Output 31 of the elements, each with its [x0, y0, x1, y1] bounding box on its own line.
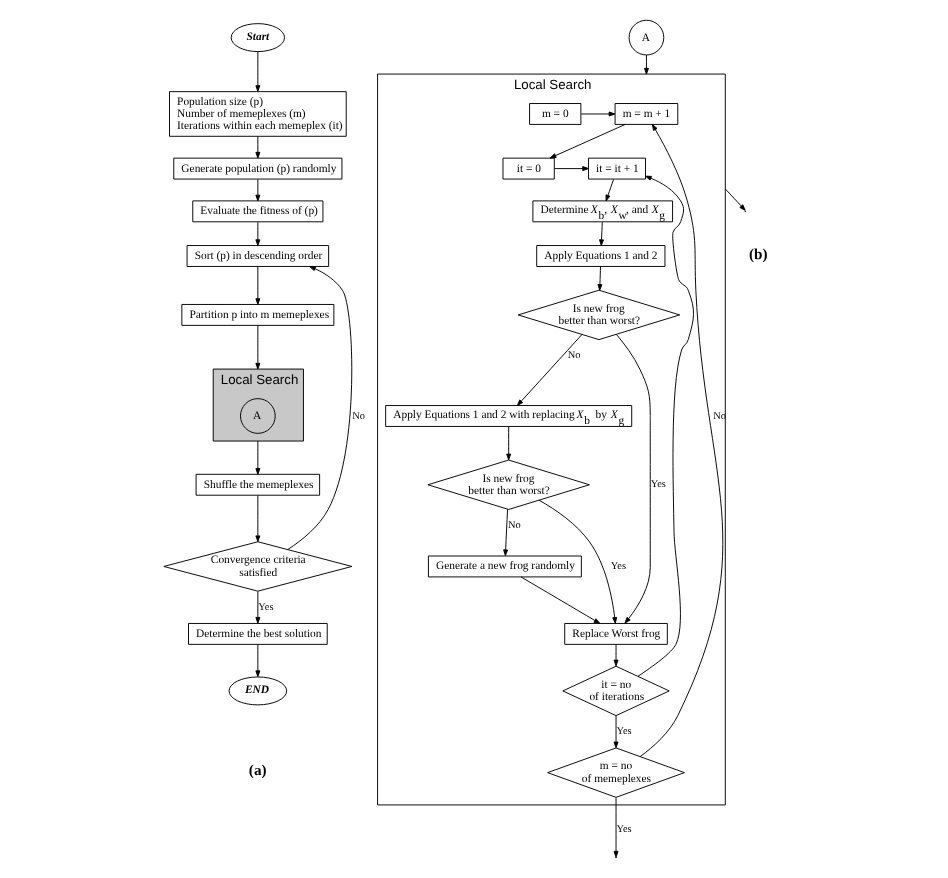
arrow: [516, 334, 583, 406]
arrow: [255, 644, 261, 678]
arrow: [287, 266, 353, 551]
arrow: [613, 715, 619, 749]
arrow: [255, 221, 261, 246]
arrow: [615, 334, 651, 624]
arrow: [643, 54, 649, 75]
arrow: [605, 178, 614, 202]
arrow: [613, 644, 619, 667]
arrow: [255, 178, 261, 202]
arrow: [637, 175, 694, 677]
label: (b): [749, 244, 768, 263]
arrow: [724, 188, 746, 211]
arrow: [554, 166, 589, 172]
arrow: [580, 111, 616, 117]
arrow: [639, 124, 724, 758]
arrow: [255, 51, 261, 92]
arrow: [520, 576, 601, 624]
arrow: [255, 495, 261, 543]
arrow: [255, 266, 261, 305]
arrow: [255, 590, 261, 624]
arrow: [549, 124, 626, 159]
arrow: [255, 135, 261, 159]
arrow: [255, 440, 261, 475]
arrow: [506, 426, 512, 461]
label: (a): [248, 761, 267, 780]
arrow: [538, 499, 618, 624]
arrow: [503, 508, 509, 557]
arrow: [255, 324, 261, 370]
arrow: [599, 221, 604, 246]
arrow: [597, 266, 603, 291]
